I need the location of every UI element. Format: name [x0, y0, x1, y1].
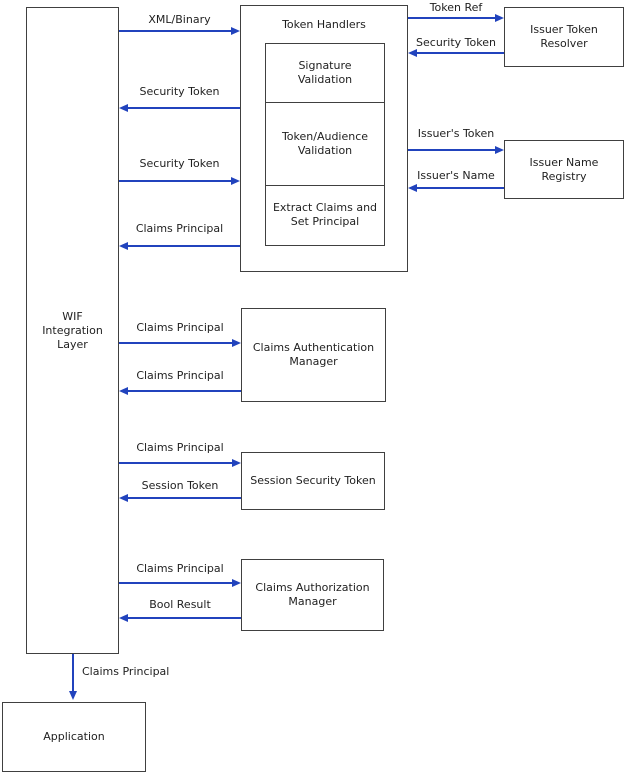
- edge-claims-principal-to-authn: [119, 339, 241, 347]
- arrow-line: [125, 245, 240, 247]
- arrow-line: [408, 17, 498, 19]
- arrow-line: [414, 52, 504, 54]
- edge-claims-principal-to-application-label: Claims Principal: [82, 665, 170, 678]
- arrowhead-right-icon: [495, 146, 504, 154]
- edge-xml-binary: [119, 27, 240, 35]
- edge-claims-principal-from-authn: [119, 387, 241, 395]
- edge-security-token-out-label: Security Token: [139, 157, 220, 170]
- arrowhead-right-icon: [232, 459, 241, 467]
- arrow-line: [125, 497, 241, 499]
- signature-validation-node: Signature Validation: [266, 44, 384, 103]
- edge-claims-principal-to-session-label: Claims Principal: [136, 441, 224, 454]
- token-audience-validation-node: Token/Audience Validation: [266, 103, 384, 186]
- edge-claims-principal-to-authn-label: Claims Principal: [136, 321, 224, 334]
- signature-validation-label: Signature Validation: [297, 59, 353, 86]
- arrowhead-down-icon: [69, 691, 77, 700]
- application-label: Application: [43, 730, 105, 743]
- arrow-line: [119, 342, 235, 344]
- edge-security-token-return-label: Security Token: [139, 85, 220, 98]
- issuer-token-resolver-node: Issuer Token Resolver: [504, 7, 624, 67]
- arrow-line: [119, 582, 235, 584]
- arrow-line: [408, 149, 498, 151]
- edge-security-token-return: [119, 104, 240, 112]
- edge-security-token-from-resolver-label: Security Token: [416, 36, 496, 49]
- arrowhead-left-icon: [408, 49, 417, 57]
- token-handlers-pipeline: Signature Validation Token/Audience Vali…: [265, 43, 385, 246]
- edge-session-token-label: Session Token: [141, 479, 219, 492]
- arrow-line: [119, 180, 234, 182]
- arrowhead-left-icon: [119, 494, 128, 502]
- edge-bool-result-label: Bool Result: [149, 598, 211, 611]
- arrowhead-left-icon: [119, 242, 128, 250]
- arrow-line: [125, 390, 241, 392]
- edge-security-token-from-resolver: [408, 49, 504, 57]
- extract-claims-set-principal-label: Extract Claims and Set Principal: [272, 201, 378, 228]
- arrow-line: [119, 462, 235, 464]
- extract-claims-set-principal-node: Extract Claims and Set Principal: [266, 186, 384, 244]
- edge-issuers-name-label: Issuer's Name: [417, 169, 495, 182]
- session-security-token-label: Session Security Token: [250, 474, 376, 487]
- arrowhead-right-icon: [232, 579, 241, 587]
- edge-issuers-token-label: Issuer's Token: [417, 127, 495, 140]
- arrowhead-right-icon: [231, 177, 240, 185]
- arrowhead-right-icon: [231, 27, 240, 35]
- edge-claims-principal-from-handlers: [119, 242, 240, 250]
- session-security-token-node: Session Security Token: [241, 452, 385, 510]
- arrowhead-left-icon: [408, 184, 417, 192]
- issuer-name-registry-label: Issuer Name Registry: [529, 155, 599, 183]
- edge-token-ref: [408, 14, 504, 22]
- arrowhead-right-icon: [495, 14, 504, 22]
- wif-integration-layer-label: WIF Integration Layer: [42, 309, 103, 351]
- edge-claims-principal-to-authz: [119, 579, 241, 587]
- application-node: Application: [2, 702, 146, 772]
- edge-claims-principal-from-authn-label: Claims Principal: [136, 369, 224, 382]
- issuer-name-registry-node: Issuer Name Registry: [504, 140, 624, 199]
- issuer-token-resolver-label: Issuer Token Resolver: [530, 23, 598, 50]
- edge-security-token-out: [119, 177, 240, 185]
- arrow-line: [119, 30, 234, 32]
- edge-issuers-name: [408, 184, 504, 192]
- arrowhead-left-icon: [119, 614, 128, 622]
- edge-xml-binary-label: XML/Binary: [148, 13, 211, 26]
- claims-authentication-manager-node: Claims Authentication Manager: [241, 308, 386, 402]
- edge-session-token: [119, 494, 241, 502]
- claims-authorization-manager-label: Claims Authorization Manager: [255, 581, 370, 608]
- arrowhead-left-icon: [119, 104, 128, 112]
- edge-claims-principal-from-handlers-label: Claims Principal: [135, 222, 224, 235]
- edge-claims-principal-to-authz-label: Claims Principal: [136, 562, 224, 575]
- edge-token-ref-label: Token Ref: [429, 1, 483, 14]
- token-audience-validation-label: Token/Audience Validation: [281, 130, 369, 157]
- arrowhead-right-icon: [232, 339, 241, 347]
- arrow-line: [72, 654, 74, 694]
- arrowhead-left-icon: [119, 387, 128, 395]
- wif-integration-layer-node: WIF Integration Layer: [26, 7, 119, 654]
- edge-claims-principal-to-application: [69, 654, 77, 700]
- arrow-line: [414, 187, 504, 189]
- arrow-line: [125, 617, 241, 619]
- arrow-line: [125, 107, 240, 109]
- edge-claims-principal-to-session: [119, 459, 241, 467]
- edge-issuers-token: [408, 146, 504, 154]
- claims-authentication-manager-label: Claims Authentication Manager: [252, 341, 375, 368]
- claims-authorization-manager-node: Claims Authorization Manager: [241, 559, 384, 631]
- token-handlers-label: Token Handlers: [282, 18, 366, 31]
- edge-bool-result: [119, 614, 241, 622]
